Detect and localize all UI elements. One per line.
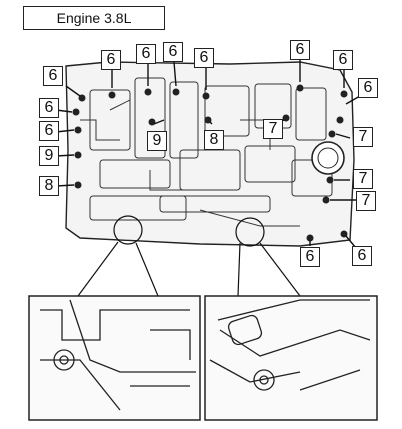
accumulator-ring-inner [317,147,339,169]
detail-panel-left [28,295,201,421]
callout-bolt-7: 7 [353,169,373,189]
detail-left-drawing [40,299,196,411]
callout-bolt-6: 6 [43,66,63,86]
callout-leaders [55,60,361,249]
callout-bolt-6: 6 [352,246,372,266]
callout-bolt-6: 6 [358,78,378,98]
callout-bolt-6: 6 [290,40,310,60]
diagram-title: Engine 3.8L [23,6,165,30]
callout-bolt-8: 8 [39,176,59,196]
callout-bolt-9: 9 [147,131,167,151]
callout-bolt-6: 6 [39,98,59,118]
callout-bolt-6: 6 [163,42,183,62]
callout-bolt-6: 6 [136,44,156,64]
callout-bolt-7: 7 [263,119,283,139]
callout-bolt-6: 6 [39,121,59,141]
callout-bolt-9: 9 [39,146,59,166]
callout-bolt-7: 7 [356,191,376,211]
accumulator-ring [311,141,345,175]
callout-bolt-6: 6 [101,50,121,70]
detail-link-right-a [237,242,241,297]
detail-link-left-a [77,241,119,297]
valve-body-channels [80,77,333,227]
detail-panel-right [204,295,378,421]
callout-bolt-8: 8 [204,130,224,150]
callout-bolt-6: 6 [300,247,320,267]
detail-link-left-b [135,242,159,297]
callout-bolt-7: 7 [353,127,373,147]
detail-circle-right [235,217,265,247]
callout-bolt-6: 6 [333,50,353,70]
bolt-markers [72,84,348,242]
detail-link-right-b [259,242,301,297]
callout-bolt-6: 6 [194,48,214,68]
detail-circle-left [113,215,143,245]
detail-right-drawing [209,299,371,391]
